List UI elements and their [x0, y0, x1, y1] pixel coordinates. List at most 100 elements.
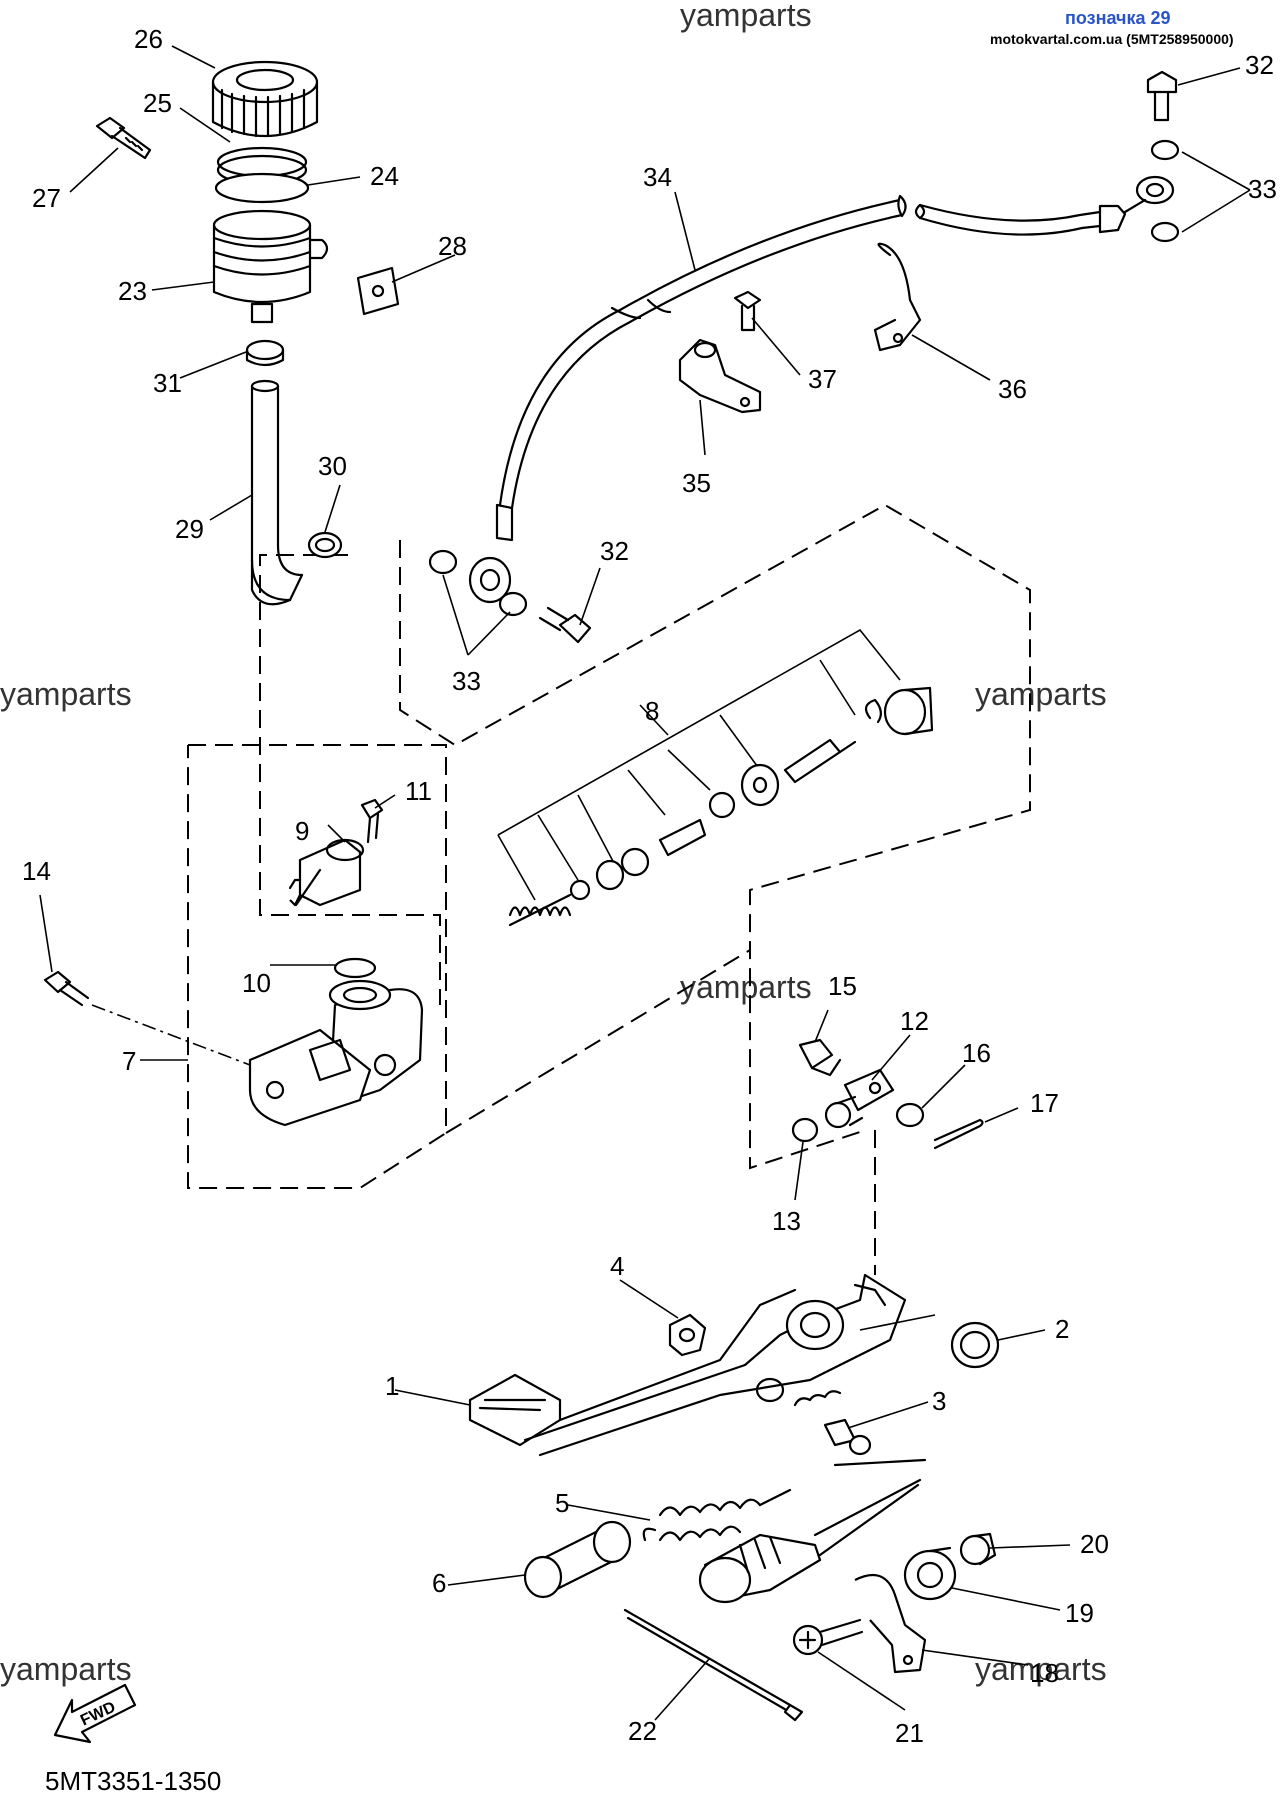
bracket-plate	[356, 266, 400, 316]
callout-labels: 1 2 3 4 5 6 7 8 9 10 11 12 13 14 15 16 1…	[22, 24, 1277, 1748]
callout-21: 21	[895, 1718, 924, 1748]
callout-19: 19	[1065, 1598, 1094, 1628]
callout-25: 25	[143, 88, 172, 118]
washer-33-lower-b	[498, 591, 528, 617]
callout-33-top: 33	[1248, 174, 1277, 204]
watermark-center: yamparts	[680, 969, 812, 1005]
washer-33-top-a	[1150, 139, 1180, 161]
callout-16: 16	[962, 1038, 991, 1068]
bolt-11	[360, 798, 384, 844]
leader-1-2	[859, 1314, 936, 1331]
bolt-27	[95, 116, 152, 160]
reference-label: позначка 29	[1065, 8, 1171, 28]
collar-20	[959, 1532, 997, 1566]
washer-33-top-b	[1150, 221, 1180, 243]
boundary-lower-diag	[445, 949, 751, 1134]
callout-22: 22	[628, 1716, 657, 1746]
callout-20: 20	[1080, 1529, 1109, 1559]
watermark-top: yamparts	[680, 0, 812, 33]
callout-6: 6	[432, 1568, 446, 1598]
bracket-18	[854, 1573, 927, 1674]
fwd-arrow-icon: FWD	[53, 1683, 137, 1744]
callout-37: 37	[808, 364, 837, 394]
brake-hose-34	[468, 175, 1175, 604]
callout-23: 23	[118, 276, 147, 306]
callout-35: 35	[682, 468, 711, 498]
bolt-14	[43, 970, 90, 1007]
callout-31: 31	[153, 368, 182, 398]
reservoir-cap	[211, 60, 319, 138]
reference-site: motokvartal.com.ua (5MT258950000)	[990, 31, 1234, 47]
boundary-cylinder-box	[187, 744, 447, 1189]
callout-32-top: 32	[1245, 50, 1274, 80]
clevis-12	[824, 1068, 895, 1129]
callout-12: 12	[900, 1006, 929, 1036]
callout-4: 4	[610, 1251, 624, 1281]
watermark-right: yamparts	[975, 676, 1107, 712]
callout-28: 28	[438, 231, 467, 261]
callout-9: 9	[295, 816, 309, 846]
callout-18: 18	[1030, 1658, 1059, 1688]
hose-29	[250, 379, 304, 606]
callout-24: 24	[370, 161, 399, 191]
callout-5: 5	[555, 1488, 569, 1518]
callout-1: 1	[385, 1371, 399, 1401]
pin-15	[798, 1038, 842, 1077]
callout-14: 14	[22, 856, 51, 886]
hose-bracket-35	[678, 338, 762, 414]
washer-33-lower-a	[428, 549, 458, 575]
boundary-master-cylinder	[259, 554, 441, 1005]
bolt-37	[733, 290, 762, 332]
reservoir-body	[212, 209, 329, 324]
washer-16	[895, 1102, 925, 1128]
callout-10: 10	[242, 968, 271, 998]
callout-29: 29	[175, 514, 204, 544]
cotter-pin-17	[933, 1118, 984, 1150]
oring-10	[333, 957, 377, 979]
hose-clip-36	[873, 242, 922, 352]
callout-34: 34	[643, 162, 672, 192]
callout-2: 2	[1055, 1314, 1069, 1344]
brake-pedal-1	[468, 1273, 907, 1457]
callout-15: 15	[828, 971, 857, 1001]
callout-11: 11	[405, 776, 432, 806]
callout-33-lower: 33	[452, 666, 481, 696]
push-rod	[698, 1458, 927, 1604]
callout-26: 26	[134, 24, 163, 54]
tie-22	[623, 1608, 804, 1722]
callout-7: 7	[122, 1046, 136, 1076]
callout-3: 3	[932, 1386, 946, 1416]
spring-5	[642, 1488, 792, 1542]
nut-4	[668, 1313, 707, 1357]
bolt-32-top	[1146, 70, 1178, 122]
piston-kit-8	[497, 628, 934, 927]
callout-30: 30	[318, 451, 347, 481]
hose-clip-31	[245, 339, 285, 367]
nut-13	[791, 1117, 819, 1143]
watermark-bottom-right: yamparts	[975, 1651, 1107, 1687]
hose-clip-30	[307, 531, 343, 559]
watermark-bottom-left: yamparts	[0, 1651, 132, 1687]
leader-lines	[39, 45, 1251, 1721]
centerline-14-7	[91, 1004, 251, 1066]
sleeve-6	[523, 1520, 632, 1599]
callout-27: 27	[32, 183, 61, 213]
washer-2-hole	[959, 1330, 991, 1360]
hose-fitting-9	[288, 838, 365, 907]
callout-32-lower: 32	[600, 536, 629, 566]
pivot-bolt-3	[793, 1390, 872, 1456]
callout-8: 8	[645, 696, 659, 726]
callout-36: 36	[998, 374, 1027, 404]
bolt-32-lower	[538, 606, 592, 644]
bolt-21	[792, 1618, 864, 1656]
stop-ring-19	[903, 1546, 957, 1601]
callout-17: 17	[1030, 1088, 1059, 1118]
callout-13: 13	[772, 1206, 801, 1236]
diagram-code: 5MT3351-1350	[45, 1766, 221, 1796]
master-cylinder	[248, 979, 424, 1127]
diaphragm	[214, 172, 310, 204]
washer-2	[950, 1321, 1000, 1369]
boundary-top-kit	[399, 503, 1031, 1170]
watermark-left: yamparts	[0, 676, 132, 712]
